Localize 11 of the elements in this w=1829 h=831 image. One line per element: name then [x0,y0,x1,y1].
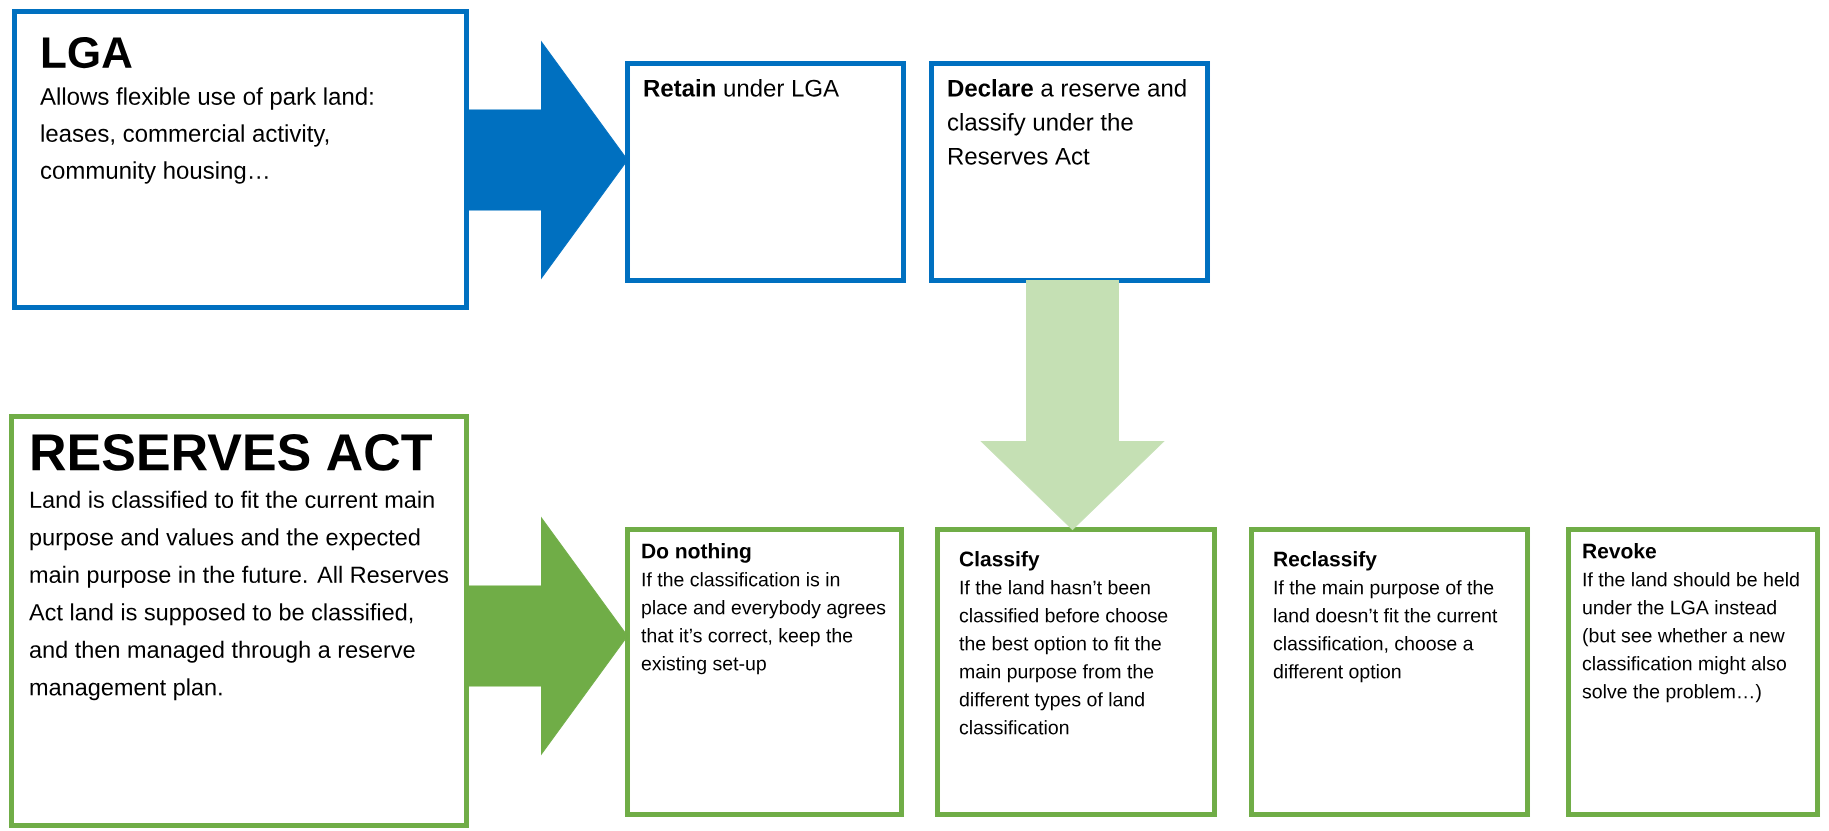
block-arrow [466,41,628,279]
option-box: Retain under LGA [625,61,906,283]
text-box: LGA Allows flexible use of park land: leases, commercial activity, community housing… [12,9,469,310]
option-box: Revoke If the land should be held under the LGA instead (but see whether a new classification might also solve the problem…) [1566,527,1820,817]
block-arrow [466,517,628,755]
block-arrow [981,280,1164,530]
option-box: Classify If the land hasn’t been classified before choose the best option to fit the main purpose from the different types of land classification [935,527,1217,817]
option-box: Do nothing If the classification is in place and everybody agrees that it’s correct, keep the existing set-up [625,527,904,817]
option-box: Reclassify If the main purpose of the land doesn’t fit the current classification, choose a different option [1249,527,1530,817]
option-box: Declare a reserve and classify under the Reserves Act [929,61,1210,283]
text-box: RESERVES ACT Land is classified to fit the current main purpose and values and the expected main purpose in the future. All Reserves Act land is supposed to be classified, and then managed through a reserve management plan. [9,414,469,828]
